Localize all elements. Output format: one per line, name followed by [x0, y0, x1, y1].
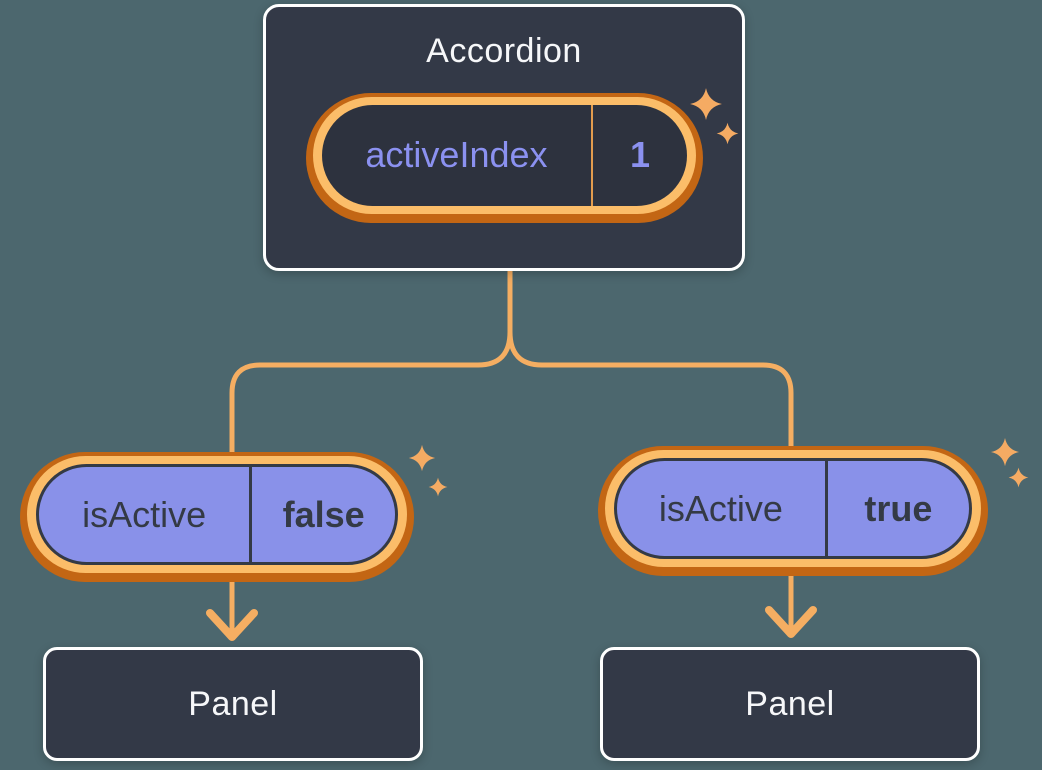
accordion-node: Accordion activeIndex 1	[263, 4, 745, 271]
panel-node-title: Panel	[745, 684, 835, 723]
prop-pill-divider	[824, 461, 828, 556]
sparkle-icon	[1008, 467, 1029, 488]
arrow-head-right	[765, 606, 817, 638]
sparkle-icon	[990, 437, 1020, 467]
sparkle-icon	[689, 87, 723, 121]
panel-node-right: Panel	[600, 647, 980, 761]
prop-pill-ring-inner: isActive true	[605, 450, 981, 567]
prop-value: true	[864, 487, 933, 529]
prop-value: false	[282, 493, 365, 535]
wire-right-branch	[507, 271, 794, 634]
accordion-node-title: Accordion	[426, 32, 582, 70]
state-value: 1	[629, 134, 650, 176]
sparkle-icon	[716, 122, 739, 145]
prop-pill-divider	[249, 467, 253, 562]
prop-pill-isactive-true: isActive true	[598, 446, 988, 576]
prop-pill-ring-outer: isActive false	[20, 452, 414, 582]
state-pill-capsule: activeIndex 1	[321, 104, 687, 206]
sparkle-icon	[408, 444, 436, 472]
wire-left-branch	[229, 271, 513, 637]
panel-node-title: Panel	[188, 684, 278, 723]
state-pill-divider	[591, 104, 594, 206]
prop-pill-ring-inner: isActive false	[27, 456, 407, 573]
prop-name-label: isActive	[658, 487, 783, 529]
prop-pill-capsule: isActive false	[36, 464, 398, 565]
prop-name-label: isActive	[82, 493, 207, 535]
arrow-head-left	[206, 609, 258, 641]
panel-node-left: Panel	[43, 647, 423, 761]
state-pill-activeindex: activeIndex 1	[305, 92, 703, 223]
sparkle-icon	[428, 477, 448, 497]
state-pill-ring-inner: activeIndex 1	[312, 96, 696, 214]
state-name-label: activeIndex	[365, 134, 548, 176]
prop-pill-isactive-false: isActive false	[20, 452, 414, 582]
prop-pill-capsule: isActive true	[614, 458, 972, 559]
prop-pill-ring-outer: isActive true	[598, 446, 988, 576]
state-pill-ring-outer: activeIndex 1	[305, 92, 703, 223]
